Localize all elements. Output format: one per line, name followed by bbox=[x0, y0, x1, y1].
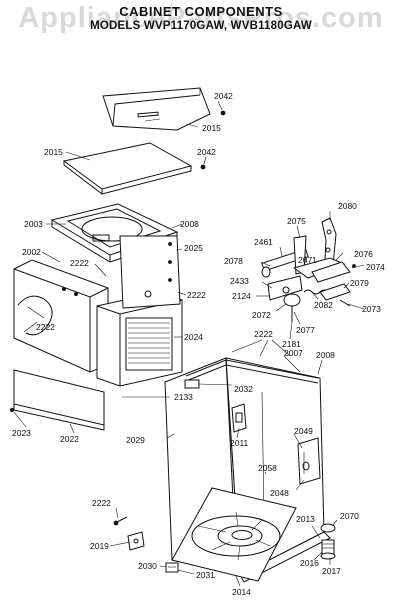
leader-lines bbox=[13, 100, 365, 587]
callout-2014: 2014 bbox=[232, 587, 251, 597]
callout-2048: 2048 bbox=[270, 488, 289, 498]
callout-2011: 2011 bbox=[230, 438, 249, 448]
callout-2070: 2070 bbox=[340, 511, 359, 521]
callout-2077: 2077 bbox=[296, 325, 315, 335]
callout-2008: 2008 bbox=[316, 350, 335, 360]
hardware-parts bbox=[113, 516, 179, 573]
part-callouts: 2042 2015 2015 2042 2003 2008 2002 2025 … bbox=[12, 91, 385, 597]
callout-2032: 2032 bbox=[234, 384, 253, 394]
lid-switch-assembly bbox=[261, 217, 356, 322]
cabinet-body bbox=[164, 357, 336, 583]
callout-2042: 2042 bbox=[214, 91, 233, 101]
callout-2433: 2433 bbox=[230, 276, 249, 286]
callout-2003: 2003 bbox=[24, 219, 43, 229]
callout-2002: 2002 bbox=[22, 247, 41, 257]
callout-2075: 2075 bbox=[287, 216, 306, 226]
callout-2030: 2030 bbox=[138, 561, 157, 571]
callout-2076: 2076 bbox=[354, 249, 373, 259]
callout-2071: 2071 bbox=[298, 255, 317, 265]
callout-2080: 2080 bbox=[338, 201, 357, 211]
callout-2058: 2058 bbox=[258, 463, 277, 473]
callout-2073: 2073 bbox=[362, 304, 381, 314]
callout-2074: 2074 bbox=[366, 262, 385, 272]
lower-front-panel bbox=[9, 369, 105, 431]
diagram-title: CABINET COMPONENTS bbox=[119, 4, 283, 19]
callout-2008: 2008 bbox=[180, 219, 199, 229]
callout-2025: 2025 bbox=[184, 243, 203, 253]
rear-louvered-panel bbox=[96, 291, 183, 387]
callout-2029: 2029 bbox=[126, 435, 145, 445]
callout-2124: 2124 bbox=[232, 291, 251, 301]
callout-2017: 2017 bbox=[322, 566, 341, 576]
top-lid bbox=[62, 142, 206, 195]
callout-2072: 2072 bbox=[252, 310, 271, 320]
diagram-subtitle: MODELS WVP1170GAW, WVB1180GAW bbox=[90, 20, 312, 32]
callout-2181: 2181 bbox=[282, 339, 301, 349]
callout-2222: 2222 bbox=[187, 290, 206, 300]
callout-2015: 2015 bbox=[44, 147, 63, 157]
callout-2019: 2019 bbox=[90, 541, 109, 551]
side-bracket-panel bbox=[119, 235, 181, 309]
control-panel-console bbox=[102, 87, 226, 131]
callout-2079: 2079 bbox=[350, 278, 369, 288]
callout-2049: 2049 bbox=[294, 426, 313, 436]
callout-2078: 2078 bbox=[224, 256, 243, 266]
left-side-panel bbox=[13, 259, 109, 373]
callout-2082: 2082 bbox=[314, 300, 333, 310]
callout-2222: 2222 bbox=[254, 329, 273, 339]
callout-2023: 2023 bbox=[12, 428, 31, 438]
callout-2013: 2013 bbox=[296, 514, 315, 524]
callout-2222: 2222 bbox=[92, 498, 111, 508]
callout-2133: 2133 bbox=[174, 392, 193, 402]
callout-2015: 2015 bbox=[202, 123, 221, 133]
callout-2024: 2024 bbox=[184, 332, 203, 342]
callout-2016: 2016 bbox=[300, 558, 319, 568]
callout-2461: 2461 bbox=[254, 237, 273, 247]
callout-2022: 2022 bbox=[60, 434, 79, 444]
callout-2042: 2042 bbox=[197, 147, 216, 157]
callout-2222: 2222 bbox=[70, 258, 89, 268]
callout-2007: 2007 bbox=[284, 348, 303, 358]
callout-2222: 2222 bbox=[36, 322, 55, 332]
callout-2031: 2031 bbox=[196, 570, 215, 580]
